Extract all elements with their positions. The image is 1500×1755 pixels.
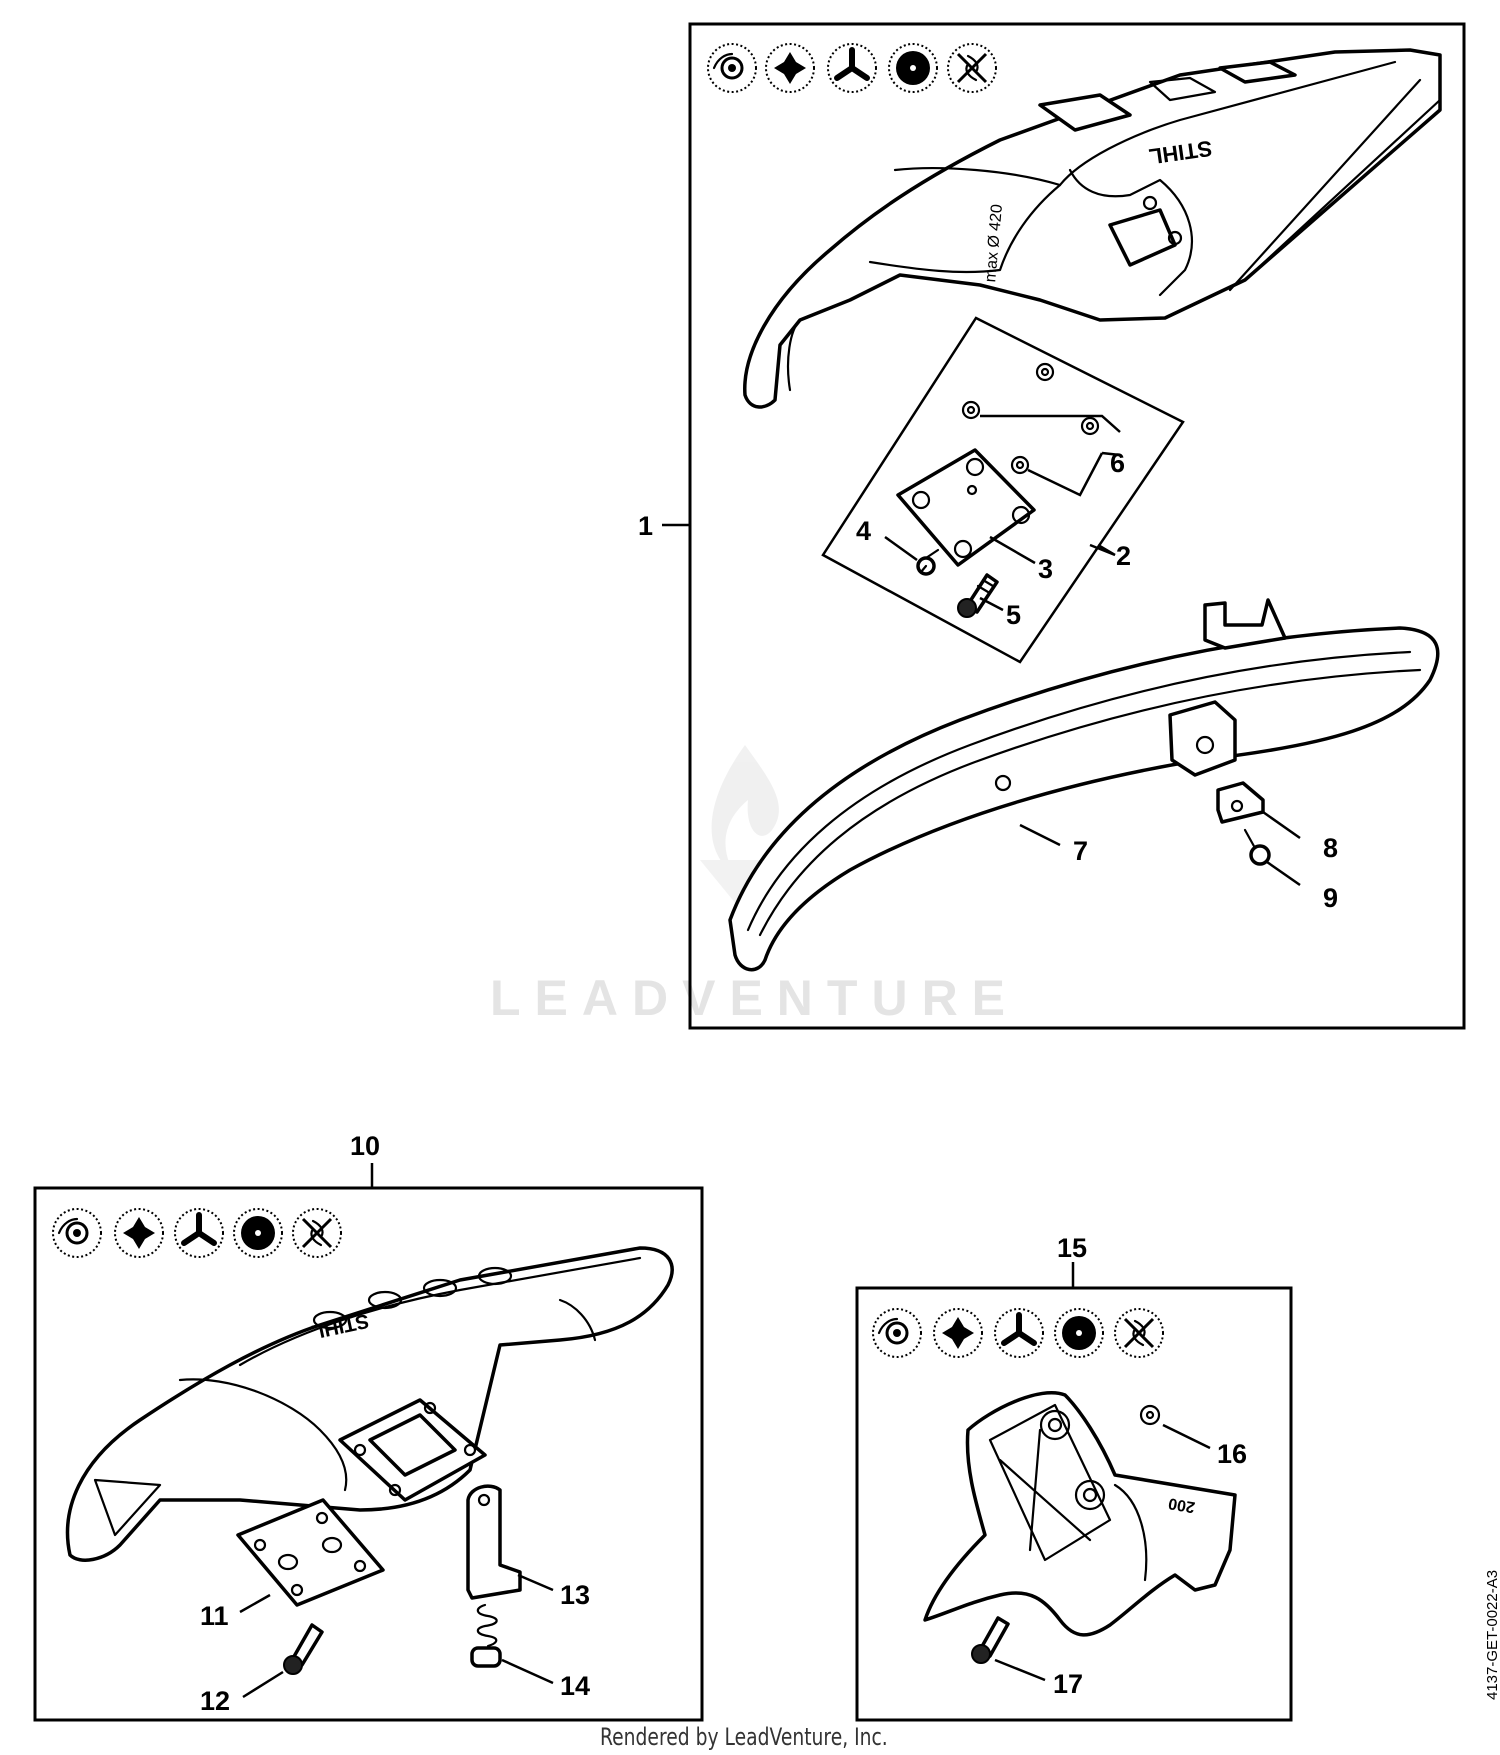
- mowing-head-icon: [707, 43, 757, 93]
- callout-11: 11: [200, 1601, 229, 1631]
- assembly-1-panel: STIHL max Ø 420: [638, 22, 1466, 1030]
- leader-8: [1262, 810, 1301, 840]
- part-6-washers: [961, 362, 1121, 497]
- part-12-screw: [283, 1623, 324, 1675]
- callout-1: 1: [638, 511, 653, 541]
- brush-knife-icon: [1114, 1308, 1164, 1358]
- leader-17: [994, 1658, 1046, 1682]
- callout-17: 17: [1053, 1669, 1083, 1699]
- plastic-blade-icon: [765, 43, 815, 93]
- leader-9: [1266, 860, 1301, 887]
- leader-16: [1162, 1423, 1211, 1450]
- part-15-shield: 200: [923, 1391, 1237, 1637]
- callout-7: 7: [1073, 836, 1088, 866]
- callout-6: 6: [1110, 448, 1125, 478]
- callout-2: 2: [1116, 541, 1131, 571]
- deflector-size-marking: max Ø 420: [982, 203, 1006, 283]
- grass-cutting-blade-icon: [827, 43, 877, 93]
- callout-16: 16: [1217, 1439, 1247, 1469]
- part-1-deflector-housing: STIHL max Ø 420: [743, 48, 1442, 409]
- grass-cutting-blade-icon: [994, 1308, 1044, 1358]
- plastic-blade-icon: [114, 1208, 164, 1258]
- plastic-blade-icon: [933, 1308, 983, 1358]
- circular-saw-blade-icon: [1054, 1308, 1104, 1358]
- callout-12: 12: [200, 1686, 230, 1716]
- part-7-guard-extension: [728, 598, 1440, 972]
- document-id: 4137-GET-0022-A3: [1484, 1569, 1500, 1700]
- mowing-head-icon: [52, 1208, 102, 1258]
- circular-saw-blade-icon: [888, 43, 938, 93]
- mowing-head-icon: [872, 1308, 922, 1358]
- circular-saw-blade-icon: [233, 1208, 283, 1258]
- part-11-plate: [236, 1498, 385, 1607]
- kit-box: [821, 316, 1185, 664]
- callout-5: 5: [1006, 600, 1021, 630]
- part-17-screw: [971, 1616, 1010, 1664]
- leader-4: [884, 535, 918, 562]
- assembly-10-tool-icons: [52, 1208, 342, 1258]
- callout-9: 9: [1323, 883, 1338, 913]
- leader-14: [501, 1658, 554, 1685]
- assembly-15-panel: 15: [855, 1233, 1293, 1722]
- part-5-screw: [957, 573, 999, 618]
- part-2-kit: [821, 316, 1185, 664]
- assembly-1-tool-icons: [707, 43, 997, 93]
- part-4-screw: [916, 548, 940, 576]
- leader-7: [1019, 823, 1061, 847]
- footer-credit: Rendered by LeadVenture, Inc.: [600, 1723, 888, 1751]
- brush-knife-icon: [947, 43, 997, 93]
- callout-14: 14: [560, 1671, 590, 1701]
- assembly-10-frame: [33, 1186, 704, 1722]
- callout-13: 13: [560, 1580, 590, 1610]
- assembly-15-frame: [855, 1286, 1293, 1722]
- callout-3: 3: [1038, 554, 1053, 584]
- part-13-bracket: [466, 1484, 522, 1600]
- leader-3: [989, 535, 1036, 565]
- watermark-text: LEADVENTURE: [490, 970, 1019, 1026]
- part-9-screw: [1243, 828, 1271, 866]
- grass-cutting-blade-icon: [174, 1208, 224, 1258]
- brush-knife-icon: [292, 1208, 342, 1258]
- watermark: LEADVENTURE: [490, 745, 1019, 1026]
- leader-12: [242, 1670, 284, 1699]
- leader-5: [979, 596, 1004, 612]
- leader-2: [1089, 543, 1116, 557]
- part-10-deflector-housing: STIHL: [65, 1246, 674, 1562]
- leader-11: [239, 1593, 271, 1614]
- assembly-10-panel: 10: [33, 1131, 704, 1722]
- shield-size-marking: 200: [1167, 1494, 1196, 1515]
- assembly-15-tool-icons: [872, 1308, 1164, 1358]
- leader-13: [517, 1573, 554, 1592]
- part-14-screw: [470, 1603, 502, 1668]
- callout-10: 10: [350, 1131, 380, 1161]
- part-16-washer: [1139, 1404, 1161, 1426]
- part-8-clip: [1216, 781, 1265, 824]
- callout-4: 4: [856, 516, 871, 546]
- callout-8: 8: [1323, 833, 1338, 863]
- callout-15: 15: [1057, 1233, 1087, 1263]
- part-3-plate: [896, 448, 1036, 567]
